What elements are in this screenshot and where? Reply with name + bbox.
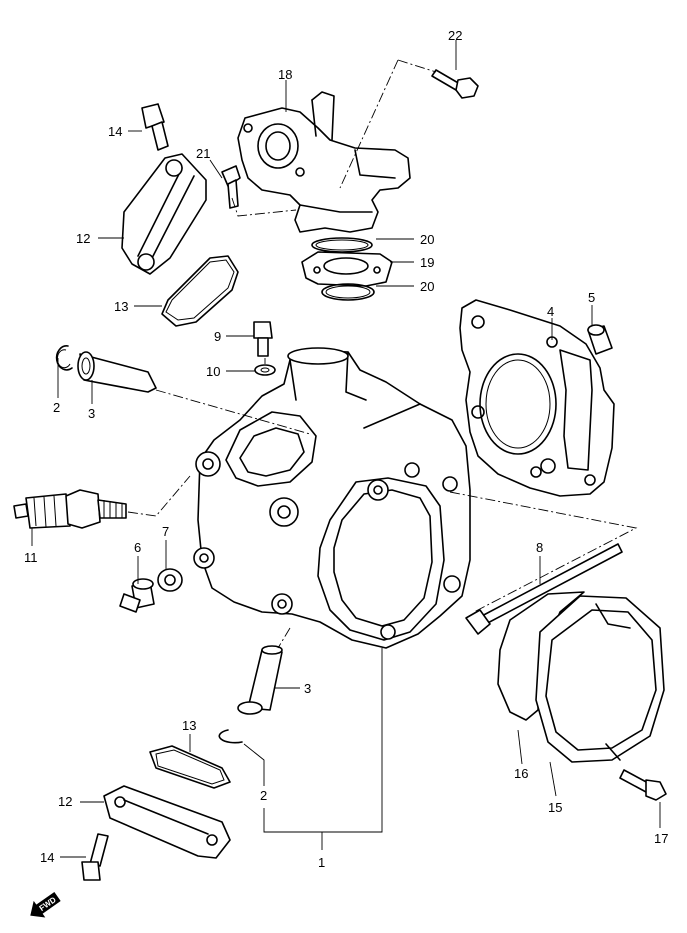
bolt-14-upper: [141, 103, 169, 151]
o-ring-20-upper: [311, 237, 373, 253]
callout-21: 21: [196, 146, 210, 161]
washer-7: [157, 568, 183, 592]
dowel-pin-5: [587, 324, 613, 355]
callout-labels: 22 18 14 21 12 20 19 20 13 4 5 9 10 2 3 …: [24, 28, 668, 870]
callout-12-upper: 12: [76, 231, 90, 246]
callout-12-lower: 12: [58, 794, 72, 809]
valve-guide-3-upper: [77, 351, 157, 393]
bolt-21: [221, 165, 241, 209]
cover-gasket-16: [497, 591, 585, 721]
callout-22: 22: [448, 28, 462, 43]
callout-15: 15: [548, 800, 562, 815]
callout-14-lower: 14: [40, 850, 54, 865]
cover-12-upper: [121, 153, 207, 275]
spark-plug-11: [13, 489, 127, 529]
callout-17: 17: [654, 831, 668, 846]
callout-2-upper: 2: [53, 400, 60, 415]
bolt-8: [465, 543, 623, 635]
callout-3-lower: 3: [304, 681, 311, 696]
callout-19: 19: [420, 255, 434, 270]
o-ring-20-lower: [321, 283, 375, 301]
callout-14-upper: 14: [108, 124, 122, 139]
callout-10: 10: [206, 364, 220, 379]
callout-16: 16: [514, 766, 528, 781]
circlip-2-upper: [55, 345, 73, 371]
bolt-9: [253, 321, 273, 357]
bolt-22: [431, 69, 479, 99]
callout-18: 18: [278, 67, 292, 82]
cover-12-lower: [103, 785, 231, 859]
o-ring-13-lower: [149, 745, 231, 789]
callout-4: 4: [547, 304, 554, 319]
callout-20-upper: 20: [420, 232, 434, 247]
bolt-17: [619, 769, 667, 801]
callout-20-lower: 20: [420, 279, 434, 294]
callout-11: 11: [24, 550, 38, 565]
callout-3-upper: 3: [88, 406, 95, 421]
circlip-2-lower: [218, 729, 243, 744]
gasket-19: [301, 251, 393, 287]
callout-13-upper: 13: [114, 299, 128, 314]
callout-5: 5: [588, 290, 595, 305]
cover-15: [535, 595, 665, 763]
callout-9: 9: [214, 329, 221, 344]
o-ring-13-upper: [161, 255, 239, 327]
callout-2-lower: 2: [260, 788, 267, 803]
thermostat-housing: [237, 91, 411, 233]
head-gasket-4: [459, 299, 615, 497]
cap-6: [119, 578, 155, 613]
cylinder-head-1: [193, 347, 471, 649]
callout-1: 1: [318, 855, 325, 870]
callout-7: 7: [162, 524, 169, 539]
assembly-lines: [127, 59, 638, 649]
leader-lines: [31, 40, 661, 858]
forward-arrow-icon: FWD: [30, 892, 61, 918]
valve-guide-3-lower: [237, 645, 283, 715]
callout-8: 8: [536, 540, 543, 555]
callout-6: 6: [134, 540, 141, 555]
bolt-14-lower: [81, 833, 109, 881]
washer-10: [254, 364, 276, 376]
callout-13-lower: 13: [182, 718, 196, 733]
